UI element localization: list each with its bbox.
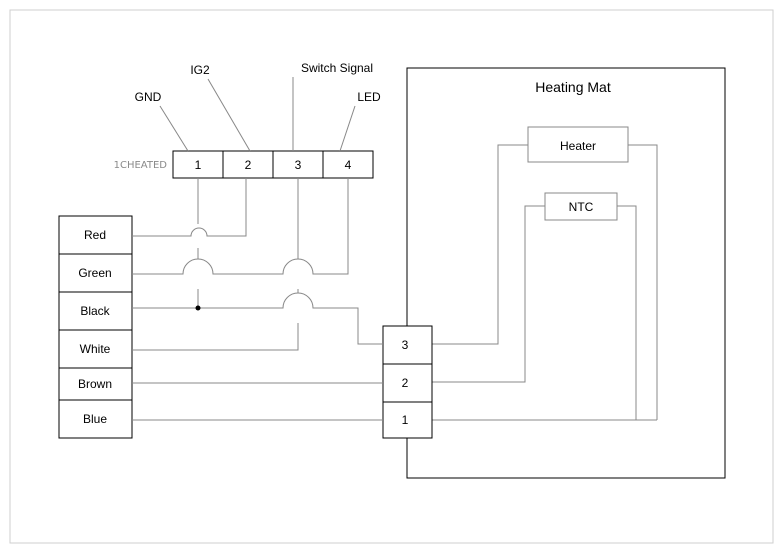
connector-pin-4-label: 4 — [345, 158, 352, 172]
wire-label-white: White — [80, 342, 111, 356]
heater-box — [527, 126, 629, 163]
wire-label-red: Red — [84, 228, 106, 242]
wire-label-brown: Brown — [78, 377, 112, 391]
wire-label-green: Green — [78, 266, 111, 280]
mat-terminal-3-label: 3 — [402, 338, 409, 352]
heater-right-wire — [628, 144, 658, 420]
wire-box-brown — [58, 367, 133, 401]
wire-box-white — [58, 329, 133, 369]
label-switch-signal: Switch Signal — [301, 61, 373, 75]
connector-pin-2 — [222, 150, 274, 179]
white-wire — [132, 178, 299, 351]
black-wire — [132, 292, 383, 345]
mat-terminal-1-label: 1 — [402, 413, 409, 427]
mat-terminal-3 — [382, 325, 433, 365]
connector-pin-2-label: 2 — [245, 158, 252, 172]
ntc-right-wire — [617, 205, 637, 420]
ntc-left-wire — [432, 205, 545, 383]
heating-mat-title: Heating Mat — [535, 79, 611, 95]
connector-name: 1CHEATED — [114, 160, 168, 171]
ground-junction-dot — [195, 305, 201, 311]
wire-box-green — [58, 253, 133, 293]
red-wire — [132, 178, 247, 237]
mat-terminal-2-label: 2 — [402, 376, 409, 390]
wire-label-black: Black — [80, 304, 110, 318]
ig2-leader — [207, 78, 251, 152]
heater-label: Heater — [560, 139, 596, 153]
wire-box-black — [58, 291, 133, 331]
label-gnd: GND — [135, 90, 162, 104]
wire-label-blue: Blue — [83, 412, 107, 426]
green-wire — [132, 178, 349, 275]
connector-pin-4 — [322, 150, 374, 179]
gnd-leader — [159, 105, 189, 152]
label-led: LED — [357, 90, 381, 104]
label-ig2: IG2 — [190, 63, 210, 77]
heater-left-wire — [432, 144, 528, 345]
connector-pin-1-label: 1 — [195, 158, 202, 172]
led-leader — [339, 105, 356, 152]
mat-terminal-1 — [382, 401, 433, 439]
connector-pin-3-label: 3 — [295, 158, 302, 172]
ntc-label: NTC — [569, 200, 594, 214]
mat-terminal-2 — [382, 363, 433, 403]
wire-box-red — [58, 215, 133, 255]
wire-box-blue — [58, 399, 133, 439]
